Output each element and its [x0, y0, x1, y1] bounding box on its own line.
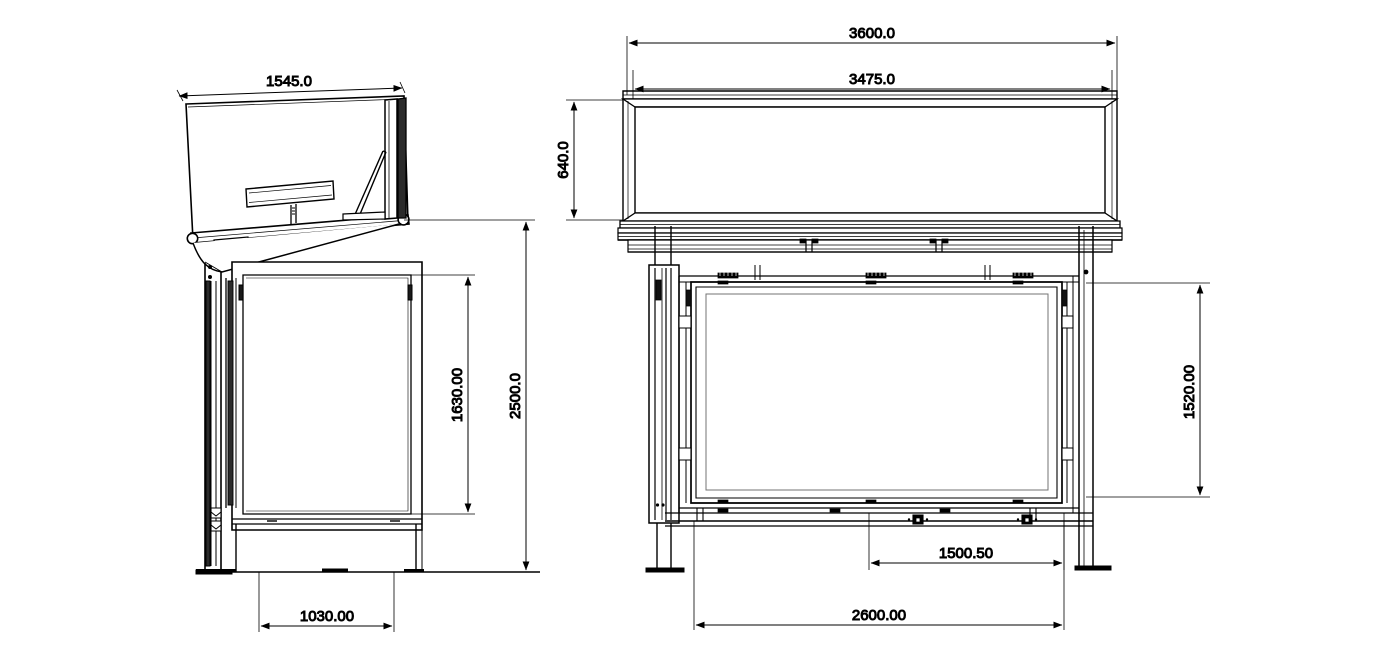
dim-label-1630: 1630.00 — [449, 368, 466, 422]
dimension-fixing-spacing-front: 1500.50 — [868, 513, 1065, 570]
fixing-bolt-right — [1016, 514, 1038, 525]
side-elevation-view: 1545.0 1630.00 2500.0 1030.00 — [176, 73, 540, 632]
dimension-post-spacing-front: 2600.00 — [693, 521, 1065, 630]
dim-label-2600: 2600.00 — [852, 607, 906, 624]
dim-label-1500-50: 1500.50 — [939, 545, 993, 562]
dimension-overall-height-side: 2500.0 — [404, 219, 535, 573]
front-elevation-view: 3600.0 3475.0 640.0 1520.00 — [555, 25, 1210, 630]
canopy-assembly-side — [185, 95, 410, 248]
dimension-overall-length-front: 3600.0 — [626, 25, 1118, 95]
dimension-fascia-height-front: 640.0 — [555, 99, 623, 221]
dimension-panel-height-side: 1630.00 — [411, 274, 475, 515]
fixing-bolt-left — [907, 514, 929, 525]
display-panel-front — [665, 265, 1093, 527]
dimension-base-width-side: 1030.00 — [258, 572, 395, 632]
canopy-fascia-front — [617, 90, 1123, 253]
support-post-right-front — [1074, 226, 1112, 571]
dim-label-1545: 1545.0 — [266, 73, 312, 90]
dimension-canopy-length-front: 3475.0 — [632, 70, 1113, 99]
display-panel-side — [225, 261, 423, 572]
dim-label-1030: 1030.00 — [300, 608, 354, 625]
support-bracket-side — [192, 223, 400, 273]
support-post-left-front — [645, 226, 685, 573]
dim-label-3600: 3600.0 — [849, 25, 895, 42]
dim-label-2500: 2500.0 — [507, 373, 524, 419]
dimension-canopy-width: 1545.0 — [176, 73, 406, 102]
dim-label-1520: 1520.00 — [1181, 365, 1198, 419]
dimension-panel-height-front: 1520.00 — [1086, 282, 1210, 498]
dim-label-640: 640.0 — [555, 141, 572, 179]
support-post-side — [195, 263, 233, 575]
dim-label-3475: 3475.0 — [849, 71, 895, 88]
